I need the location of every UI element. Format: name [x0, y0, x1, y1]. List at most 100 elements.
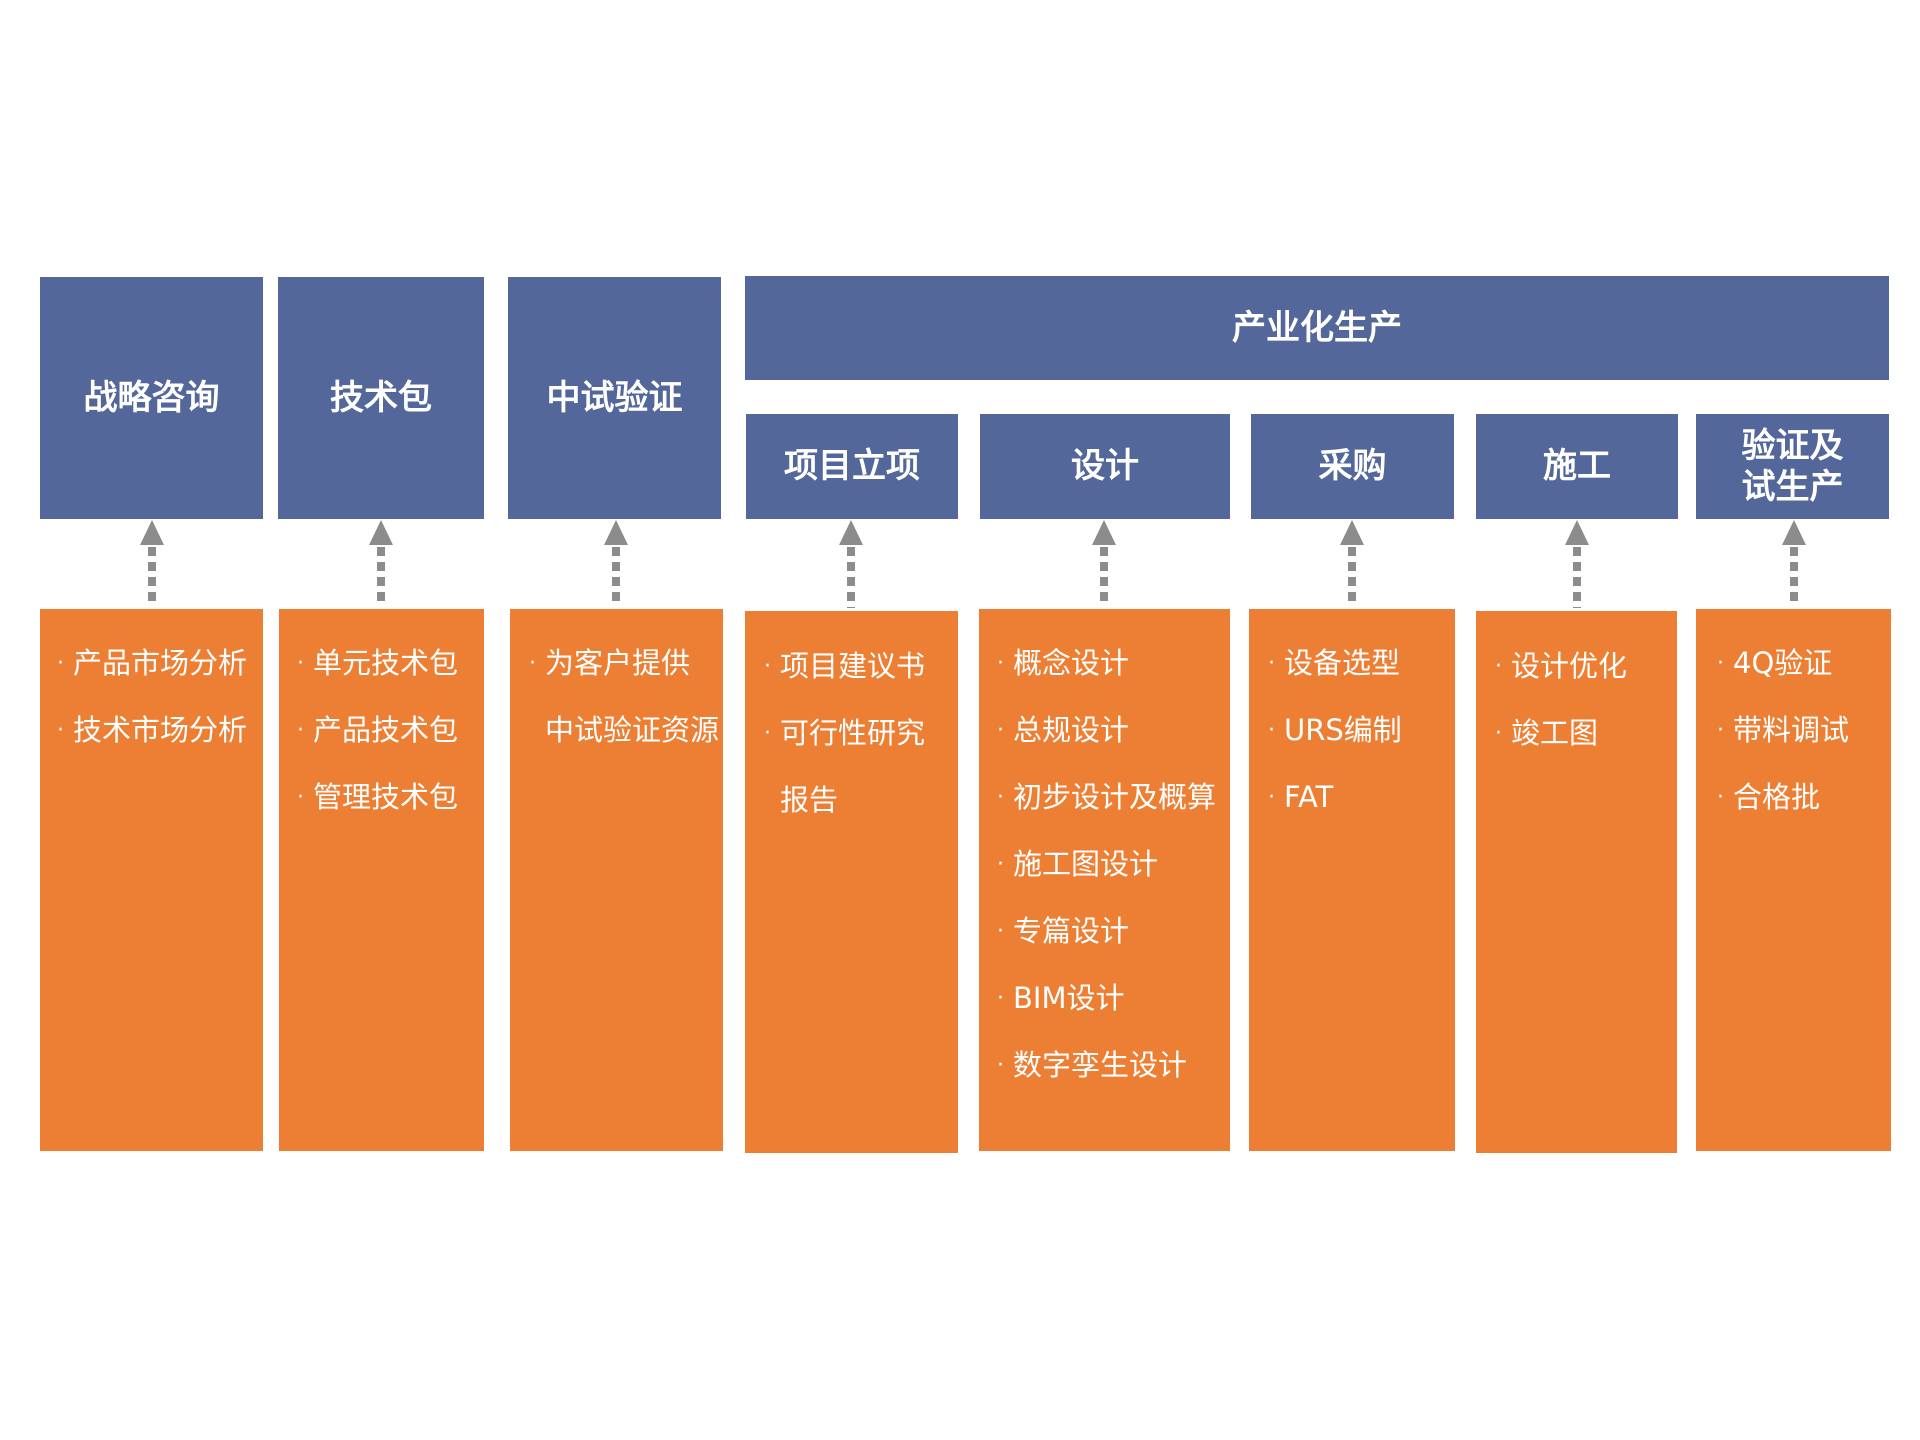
list-item: · 总规设计: [997, 697, 1216, 764]
list-item-text: 产品市场分析: [73, 646, 248, 680]
col-4-header-label: 项目立项: [784, 446, 920, 487]
col-2-header-label: 技术包: [330, 377, 432, 418]
col-1-item-list: · 产品市场分析 · 技术市场分析: [57, 630, 248, 764]
list-item-text: 施工图设计: [1013, 847, 1159, 881]
list-item: ·设备选型: [1268, 630, 1402, 697]
industrial-production-label: 产业化生产: [1232, 307, 1402, 348]
industrial-production-header: 产业化生产: [745, 276, 1889, 380]
list-item: · 4Q验证: [1717, 630, 1849, 697]
col-2-up-arrow-icon: [366, 520, 396, 606]
bullet-dot-icon: ·: [529, 651, 536, 676]
list-item-text: 概念设计: [1013, 646, 1130, 680]
list-item-text: 数字孪生设计: [1013, 1048, 1188, 1082]
col-7-up-arrow-icon: [1562, 520, 1592, 608]
bullet-dot-icon: ·: [1268, 785, 1275, 810]
bullet-dot-icon: ·: [764, 654, 771, 679]
list-item-text: 合格批: [1733, 780, 1821, 814]
bullet-dot-icon: ·: [1495, 654, 1502, 679]
list-item-text: FAT: [1284, 780, 1334, 814]
list-item-text: 竣工图: [1511, 716, 1599, 750]
bullet-dot-icon: ·: [57, 718, 64, 743]
col-2-item-list: · 单元技术包 · 产品技术包 · 管理技术包: [297, 630, 459, 831]
bullet-dot-icon: ·: [297, 718, 304, 743]
col-3-header: 中试验证: [508, 277, 721, 519]
list-item: · FAT: [1268, 764, 1402, 831]
col-6-header: 采购: [1251, 414, 1454, 519]
list-item: · 为客户提供: [529, 630, 719, 697]
col-3-details: ·为客户提供中试验证资源: [510, 609, 723, 1151]
col-5-details: · 概念设计 · 总规设计 · 初步设计及概算 · 施工图设计 ·专篇设计 · BIM设计 · 数字孪生…: [979, 609, 1230, 1151]
col-5-header: 设计: [980, 414, 1230, 519]
list-item: ·带料调试: [1717, 697, 1850, 764]
list-item-text: 设计优化: [1511, 649, 1628, 683]
col-1-header: 战略咨询: [40, 277, 263, 519]
list-item-text: 专篇设计: [1013, 914, 1130, 948]
bullet-dot-icon: ·: [997, 852, 1004, 877]
col-6-item-list: ·设备选型·URS编制·FAT: [1268, 630, 1402, 831]
list-item-text: 管理技术包: [313, 780, 459, 814]
bullet-dot-icon: ·: [764, 721, 771, 746]
bullet-dot-icon: ·: [1495, 721, 1502, 746]
col-3-item-list: ·为客户提供中试验证资源: [529, 630, 719, 764]
bullet-dot-icon: ·: [297, 651, 304, 676]
col-4-item-list: · 项目建议书 · 可行性研究报告: [764, 633, 926, 834]
list-item: · 产品技术包: [297, 697, 459, 764]
list-item: ·合格批: [1717, 764, 1849, 831]
list-item-text: 技术市场分析: [73, 713, 248, 747]
col-3-header-label: 中试验证: [546, 377, 683, 418]
list-item: · 可行性研究: [764, 700, 926, 767]
bullet-dot-icon: ·: [997, 1053, 1004, 1078]
col-8-up-arrow-icon: [1779, 520, 1809, 606]
bullet-dot-icon: ·: [997, 785, 1004, 810]
bullet-dot-icon: ·: [1717, 651, 1724, 676]
col-2-details: · 单元技术包 · 产品技术包 · 管理技术包: [279, 609, 484, 1151]
list-item: · 竣工图: [1495, 700, 1627, 767]
bullet-dot-icon: ·: [57, 651, 64, 676]
list-item-text: 为客户提供: [545, 646, 691, 680]
col-4-header: 项目立项: [746, 414, 958, 519]
list-item-text: 单元技术包: [313, 646, 459, 680]
col-2-header: 技术包: [278, 277, 484, 519]
col-8-details: · 4Q验证 ·带料调试·合格批: [1696, 609, 1891, 1151]
list-item: · 产品市场分析: [57, 630, 248, 697]
list-item: · 项目建议书: [764, 633, 926, 700]
col-6-up-arrow-icon: [1337, 520, 1367, 606]
col-1-header-label: 战略咨询: [83, 377, 220, 418]
bullet-dot-icon: ·: [1268, 718, 1275, 743]
list-item-text: 带料调试: [1733, 713, 1850, 747]
list-item: · 设计优化: [1495, 633, 1628, 700]
bullet-dot-icon: ·: [997, 651, 1004, 676]
bullet-dot-icon: ·: [297, 785, 304, 810]
col-6-header-label: 采购: [1318, 446, 1387, 487]
list-item-text: 项目建议书: [780, 649, 926, 683]
col-7-item-list: · 设计优化 · 竣工图: [1495, 633, 1628, 767]
list-item: · 概念设计: [997, 630, 1216, 697]
list-item: 报告: [780, 767, 925, 834]
col-8-header-label: 验证及: [1741, 425, 1844, 466]
list-item-text: 产品技术包: [313, 713, 459, 747]
list-item-text: 总规设计: [1013, 713, 1130, 747]
col-4-details: · 项目建议书 · 可行性研究报告: [745, 611, 958, 1153]
bullet-dot-icon: ·: [997, 718, 1004, 743]
col-8-item-list: · 4Q验证 ·带料调试·合格批: [1717, 630, 1850, 831]
col-5-header-label: 设计: [1071, 446, 1139, 487]
col-1-up-arrow-icon: [137, 520, 167, 606]
list-item: · 管理技术包: [297, 764, 459, 831]
col-7-header: 施工: [1476, 414, 1678, 519]
list-item-text: BIM设计: [1013, 981, 1125, 1015]
list-item: · 单元技术包: [297, 630, 459, 697]
bullet-dot-icon: ·: [997, 986, 1004, 1011]
list-item: ·专篇设计: [997, 898, 1216, 965]
col-3-up-arrow-icon: [601, 520, 631, 606]
bullet-dot-icon: ·: [1268, 651, 1275, 676]
list-item-text: 4Q验证: [1733, 646, 1833, 680]
list-item: · 施工图设计: [997, 831, 1216, 898]
list-item: · 技术市场分析: [57, 697, 248, 764]
list-item-text: 可行性研究: [780, 716, 926, 750]
col-7-details: · 设计优化 · 竣工图: [1476, 611, 1677, 1153]
col-7-header-label: 施工: [1543, 446, 1611, 487]
list-item: · 初步设计及概算: [997, 764, 1217, 831]
list-item-text: 初步设计及概算: [1013, 780, 1217, 814]
list-item: · 数字孪生设计: [997, 1032, 1216, 1099]
